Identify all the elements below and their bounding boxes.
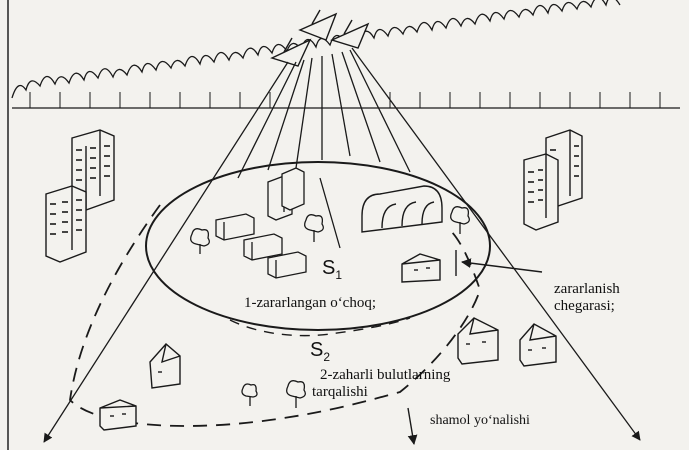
tree-icon (287, 381, 306, 408)
house-icon (100, 400, 136, 430)
forest-line (12, 0, 680, 108)
cloud-label-line2: tarqalishi (312, 385, 368, 401)
airplane-icon (300, 10, 336, 40)
tree-icon (191, 229, 210, 254)
tree-icon (305, 215, 324, 242)
toxic-cloud-inner-boundary (230, 318, 410, 336)
house-icon (402, 254, 440, 282)
building-icon (46, 186, 86, 262)
tree-icon (242, 384, 257, 406)
boundary-pointer-arrow (462, 262, 542, 272)
building-icon (268, 168, 304, 220)
s2-label: S2 (310, 340, 330, 361)
house-icon (520, 324, 556, 366)
tree-icon (451, 207, 470, 234)
greenhouse-icon (362, 186, 442, 232)
wind-direction-arrow (408, 408, 414, 444)
building-icon (216, 214, 254, 240)
wind-label: shamol yo‘nalishi (430, 414, 530, 429)
building-icon (524, 154, 558, 230)
boundary-label-line1: zararlanish (554, 282, 620, 298)
s1-label: S1 (322, 258, 342, 279)
cloud-label-line1: 2-zaharli bulutlarning (320, 368, 450, 384)
house-icon (150, 344, 180, 388)
airplane-icon (272, 38, 310, 66)
zone-label: 1-zararlangan o‘choq; (244, 296, 376, 312)
airplane-icon (332, 20, 368, 48)
house-icon (458, 318, 498, 364)
boundary-label-line2: chegarasi; (554, 299, 615, 315)
